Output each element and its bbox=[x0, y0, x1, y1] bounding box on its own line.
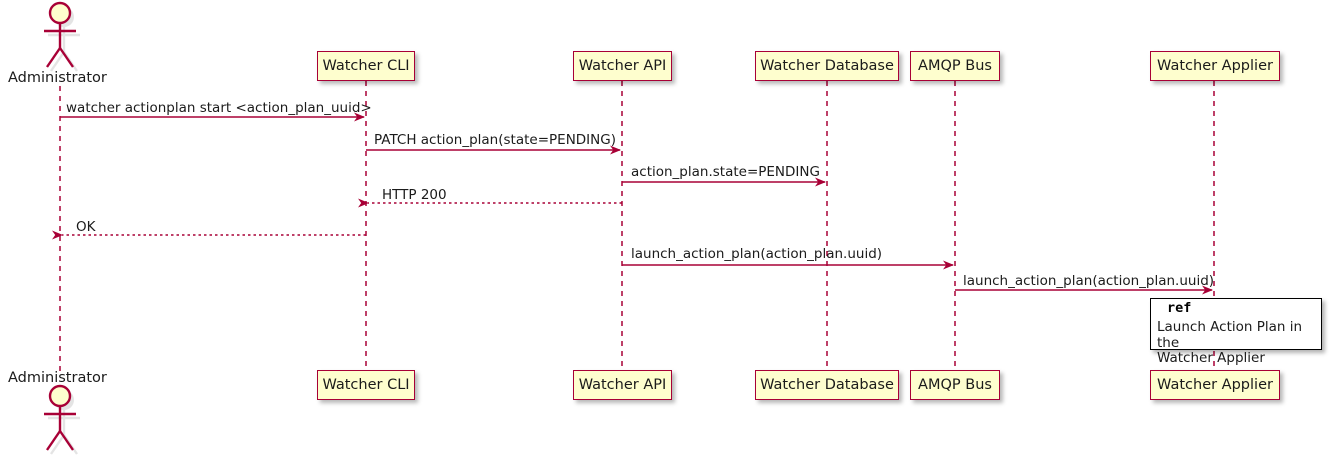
participant-amqp-bus-top[interactable]: AMQP Bus bbox=[910, 51, 1000, 81]
participant-label: Watcher API bbox=[578, 376, 667, 393]
participant-label: Watcher API bbox=[578, 57, 667, 74]
actor-administrator-top bbox=[44, 1, 80, 72]
message-label-watcher-actionplan-start: watcher actionplan start <action_plan_uu… bbox=[66, 100, 372, 116]
participant-label: Watcher Applier bbox=[1157, 376, 1273, 393]
ref-fragment-tab-label: ref bbox=[1167, 300, 1192, 316]
message-label-launch-action-plan-bus-to-applier: launch_action_plan(action_plan.uuid) bbox=[963, 273, 1215, 289]
participant-watcher-applier-bottom[interactable]: Watcher Applier bbox=[1150, 370, 1280, 400]
participant-watcher-cli-bottom[interactable]: Watcher CLI bbox=[317, 370, 415, 400]
message-label-launch-action-plan-api-to-bus: launch_action_plan(action_plan.uuid) bbox=[631, 246, 883, 262]
participant-watcher-applier-top[interactable]: Watcher Applier bbox=[1150, 51, 1280, 81]
ref-fragment-body-text: Launch Action Plan in the Watcher Applie… bbox=[1157, 319, 1303, 366]
participant-watcher-database-top[interactable]: Watcher Database bbox=[755, 51, 899, 81]
participant-watcher-api-top[interactable]: Watcher API bbox=[573, 51, 672, 81]
actor-administrator-bottom bbox=[44, 384, 80, 455]
actor-label-administrator-top: Administrator bbox=[8, 70, 107, 86]
lifelines bbox=[59, 81, 1215, 372]
message-label-http-200: HTTP 200 bbox=[382, 187, 447, 203]
actor-label-administrator-bottom: Administrator bbox=[8, 370, 107, 386]
participant-label: Watcher CLI bbox=[322, 57, 410, 74]
ref-fragment-launch-action-plan[interactable] bbox=[1150, 298, 1322, 350]
participant-label: Watcher CLI bbox=[322, 376, 410, 393]
participant-label: AMQP Bus bbox=[918, 57, 992, 74]
participant-label: Watcher Database bbox=[760, 376, 894, 393]
participant-label: Watcher Database bbox=[760, 57, 894, 74]
participant-amqp-bus-bottom[interactable]: AMQP Bus bbox=[910, 370, 1000, 400]
participant-watcher-api-bottom[interactable]: Watcher API bbox=[573, 370, 672, 400]
message-label-patch-action-plan: PATCH action_plan(state=PENDING) bbox=[374, 132, 616, 148]
participant-watcher-database-bottom[interactable]: Watcher Database bbox=[755, 370, 899, 400]
participant-label: AMQP Bus bbox=[918, 376, 992, 393]
message-label-ok: OK bbox=[76, 219, 96, 235]
participant-label: Watcher Applier bbox=[1157, 57, 1273, 74]
participant-watcher-cli-top[interactable]: Watcher CLI bbox=[317, 51, 415, 81]
message-label-action-plan-state-pending: action_plan.state=PENDING bbox=[631, 164, 820, 180]
message-arrows bbox=[52, 112, 1213, 295]
